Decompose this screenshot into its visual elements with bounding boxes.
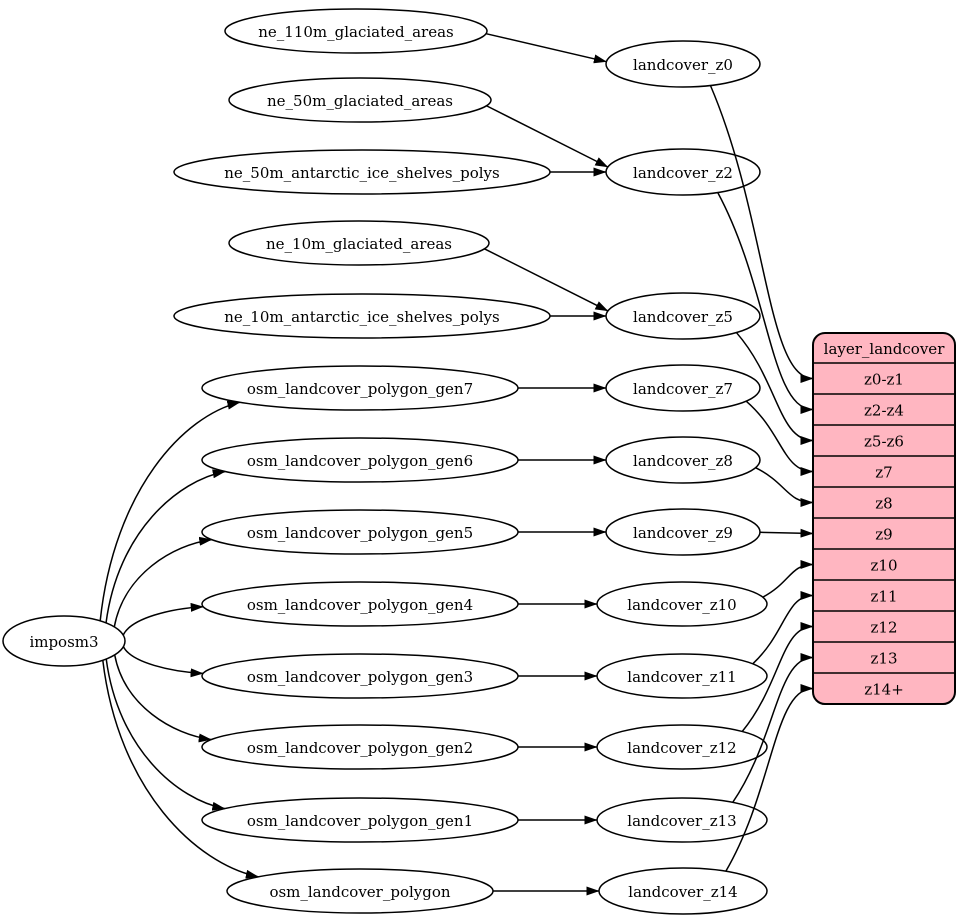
node-label-osm_landcover_polygon_gen1: osm_landcover_polygon_gen1 [247,812,473,830]
node-ne_50m_glaciated_areas: ne_50m_glaciated_areas [228,77,492,123]
node-label-ne_10m_glaciated_areas: ne_10m_glaciated_areas [266,235,452,253]
node-label-landcover_z10: landcover_z10 [627,596,736,614]
node-label-landcover_z9: landcover_z9 [633,524,733,542]
table-row-label-z14plus: z14+ [864,681,904,699]
layer-table-title: layer_landcover [824,340,946,358]
edge-landcover_z11-to-z11 [752,591,814,665]
edge-ne_10m_glaciated_areas-to-landcover_z5 [484,248,609,312]
node-landcover_z9: landcover_z9 [605,508,761,556]
node-label-osm_landcover_polygon_gen4: osm_landcover_polygon_gen4 [247,596,473,614]
edge-imposm3-to-osm_landcover_polygon_gen3 [122,646,204,678]
node-osm_landcover_polygon_gen7: osm_landcover_polygon_gen7 [201,365,519,411]
node-osm_landcover_polygon_gen3: osm_landcover_polygon_gen3 [201,653,519,699]
node-osm_landcover_polygon_gen1: osm_landcover_polygon_gen1 [201,797,519,843]
table-row-label-z12: z12 [871,619,898,637]
edge-landcover_z9-to-z9 [759,528,814,538]
node-label-ne_10m_antarctic_ice_shelves_polys: ne_10m_antarctic_ice_shelves_polys [224,308,499,326]
node-label-ne_110m_glaciated_areas: ne_110m_glaciated_areas [258,23,454,41]
node-landcover_z11: landcover_z11 [596,653,768,699]
node-label-osm_landcover_polygon_gen2: osm_landcover_polygon_gen2 [247,739,473,757]
node-ellipse-landcover_z0 [605,40,761,88]
edge-landcover_z5-to-z5-z6 [735,332,814,445]
node-osm_landcover_polygon_gen2: osm_landcover_polygon_gen2 [201,724,519,770]
node-ellipse-ne_50m_glaciated_areas [228,77,492,123]
edge-ne_50m_glaciated_areas-to-landcover_z2 [486,105,609,168]
edge-landcover_z14-to-z14plus [725,684,814,872]
edge-imposm3-to-osm_landcover_polygon_gen6 [105,469,226,623]
table-row-label-z9: z9 [875,526,892,544]
node-label-imposm3: imposm3 [29,633,98,651]
node-label-osm_landcover_polygon_gen5: osm_landcover_polygon_gen5 [247,524,473,542]
node-label-landcover_z11: landcover_z11 [627,668,736,686]
node-label-landcover_z0: landcover_z0 [633,56,733,74]
edge-imposm3-to-osm_landcover_polygon [102,660,259,879]
node-label-landcover_z8: landcover_z8 [633,452,733,470]
table-row-label-z8: z8 [875,495,892,513]
node-osm_landcover_polygon_gen6: osm_landcover_polygon_gen6 [201,437,519,483]
layer-table: layer_landcover z0-z1 z2-z4 z5-z6 z7 z8 z9 z10 z… [812,332,956,705]
node-ellipse-ne_110m_glaciated_areas [224,8,488,54]
edge-imposm3-to-osm_landcover_polygon_gen5 [113,536,213,627]
node-osm_landcover_polygon_gen4: osm_landcover_polygon_gen4 [201,581,519,627]
edge-landcover_z0-to-z0-z1 [709,85,814,383]
edge-ne_110m_glaciated_areas-to-landcover_z0 [485,32,607,64]
table-row-label-z2-z4: z2-z4 [864,402,904,420]
node-imposm3: imposm3 [2,615,126,667]
node-label-osm_landcover_polygon_gen7: osm_landcover_polygon_gen7 [247,380,473,398]
edge-landcover_z12-to-z12 [741,622,814,732]
edge-imposm3-to-osm_landcover_polygon_gen1 [105,658,226,811]
node-label-landcover_z7: landcover_z7 [633,380,733,398]
node-landcover_z2: landcover_z2 [605,148,761,196]
node-ne_110m_glaciated_areas: ne_110m_glaciated_areas [224,8,488,54]
node-landcover_z12: landcover_z12 [596,724,768,770]
node-osm_landcover_polygon_gen5: osm_landcover_polygon_gen5 [201,509,519,555]
node-label-ne_50m_glaciated_areas: ne_50m_glaciated_areas [267,92,453,110]
edge-landcover_z7-to-z7 [745,400,814,476]
edge-imposm3-to-osm_landcover_polygon_gen2 [113,654,212,743]
node-label-landcover_z2: landcover_z2 [633,164,733,182]
node-ne_10m_glaciated_areas: ne_10m_glaciated_areas [228,220,490,266]
node-landcover_z0: landcover_z0 [605,40,761,88]
node-landcover_z5: landcover_z5 [605,292,761,340]
node-label-osm_landcover_polygon_gen3: osm_landcover_polygon_gen3 [247,668,473,686]
table-row-label-z5-z6: z5-z6 [864,433,904,451]
node-landcover_z10: landcover_z10 [596,581,768,627]
node-label-landcover_z12: landcover_z12 [627,739,736,757]
edge-imposm3-to-osm_landcover_polygon_gen7 [99,400,241,621]
edge-landcover_z13-to-z13 [732,653,814,803]
node-ellipse-ne_10m_glaciated_areas [228,220,490,266]
edge-imposm3-to-osm_landcover_polygon_gen4 [122,602,204,636]
node-label-landcover_z13: landcover_z13 [627,812,736,830]
node-label-osm_landcover_polygon_gen6: osm_landcover_polygon_gen6 [247,452,473,470]
table-row-label-z11: z11 [871,588,898,606]
node-label-ne_50m_antarctic_ice_shelves_polys: ne_50m_antarctic_ice_shelves_polys [224,164,499,182]
node-ne_50m_antarctic_ice_shelves_polys: ne_50m_antarctic_ice_shelves_polys [173,149,551,195]
node-landcover_z7: landcover_z7 [605,364,761,412]
node-label-landcover_z5: landcover_z5 [633,308,733,326]
edge-landcover_z2-to-z2-z4 [717,192,814,414]
node-landcover_z8: landcover_z8 [605,436,761,484]
node-label-osm_landcover_polygon: osm_landcover_polygon [269,883,450,901]
edge-landcover_z8-to-z8 [755,467,814,507]
table-row-label-z0-z1: z0-z1 [864,371,904,389]
table-row-label-z13: z13 [871,650,898,668]
node-ne_10m_antarctic_ice_shelves_polys: ne_10m_antarctic_ice_shelves_polys [173,293,551,339]
node-label-landcover_z14: landcover_z14 [628,883,737,901]
node-landcover_z13: landcover_z13 [596,797,768,843]
edge-landcover_z10-to-z10 [762,560,814,598]
node-landcover_z14: landcover_z14 [598,867,768,915]
table-row-label-z10: z10 [871,557,898,575]
table-row-label-z7: z7 [875,464,892,482]
node-ellipse-imposm3 [2,615,126,667]
node-osm_landcover_polygon: osm_landcover_polygon [226,868,494,914]
